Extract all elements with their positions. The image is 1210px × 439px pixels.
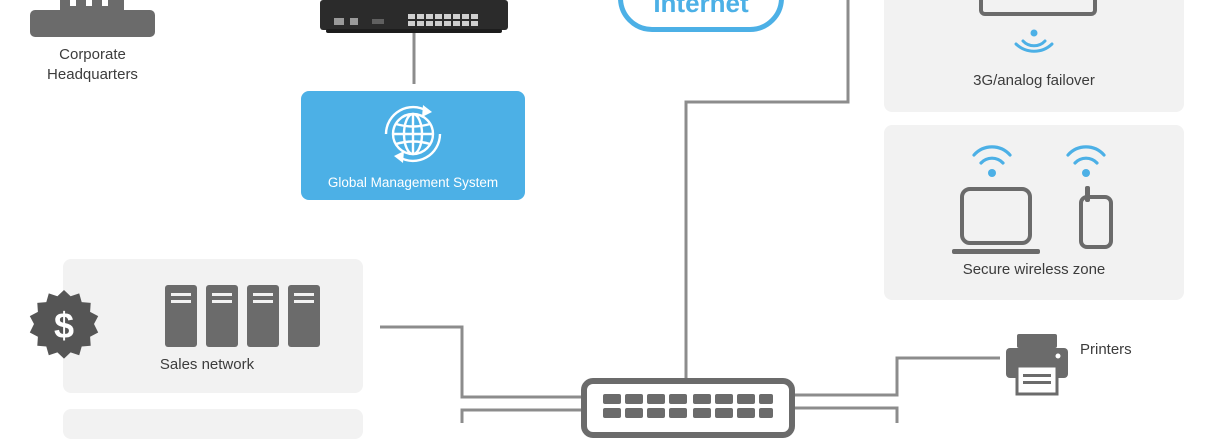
hq-building-icon [30, 0, 155, 37]
internet-label: Internet [653, 0, 749, 18]
monitor-icon [979, 0, 1097, 16]
mobile-phone-icon [1079, 186, 1113, 249]
laptop-wifi-icon [972, 145, 1012, 177]
switch-to-internet-line [684, 0, 850, 378]
connection-lines [380, 0, 1000, 423]
wireless-signal-icon [1014, 29, 1054, 53]
lower-right-line [795, 406, 899, 423]
sales-network-panel: Sales network [63, 259, 363, 393]
wireless-zone-label: Secure wireless zone [962, 261, 1106, 278]
global-management-system-card: Global Management System [301, 91, 525, 200]
firewall-appliance-icon [320, 0, 508, 33]
failover-label: 3G/analog failover [973, 72, 1095, 89]
gms-label: Global Management System [327, 175, 499, 190]
hq-label-line1: Corporate [59, 46, 126, 63]
globe-icon [384, 105, 442, 163]
printers-label: Printers [1080, 341, 1132, 358]
printer-icon [1006, 334, 1068, 396]
phone-wifi-icon [1066, 145, 1106, 177]
hq-label-line2: Headquarters [47, 66, 138, 83]
dollar-badge-icon: $ [29, 290, 99, 359]
lower-left-line [460, 408, 582, 423]
failover-panel: 3G/analog failover [884, 0, 1184, 112]
wireless-zone-panel: Secure wireless zone [884, 125, 1184, 300]
switch-to-printer-line [795, 356, 1000, 397]
lower-left-panel [63, 409, 363, 439]
internet-cloud: Internet [618, 0, 784, 32]
svg-text:$: $ [54, 305, 74, 346]
sales-network-label: Sales network [159, 356, 255, 373]
servers-icon [165, 285, 320, 347]
laptop-icon [952, 187, 1040, 254]
network-switch-icon [581, 378, 795, 438]
hq-label: Corporate Headquarters [20, 45, 165, 85]
sales-to-switch-line [380, 325, 582, 399]
